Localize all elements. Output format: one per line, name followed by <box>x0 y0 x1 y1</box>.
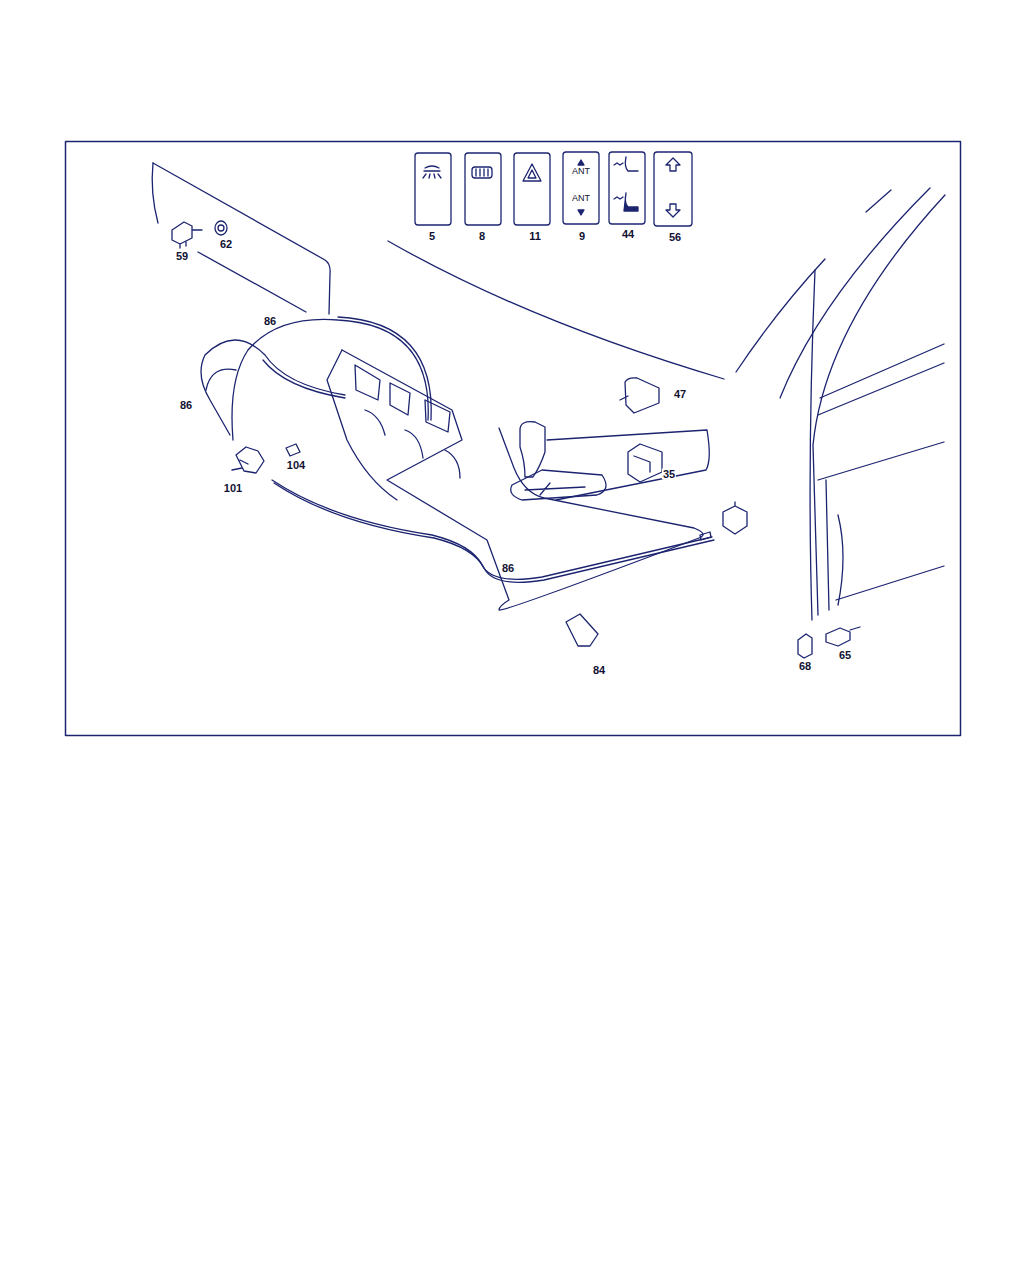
callout-number: 44 <box>621 229 635 240</box>
callout-number: 86 <box>501 563 515 574</box>
console-panel <box>327 350 709 610</box>
callout-number: 86 <box>263 316 277 327</box>
callout-number: 86 <box>179 400 193 411</box>
callout-number: 8 <box>478 231 486 242</box>
callout-number: 47 <box>673 389 687 400</box>
callout-number: 59 <box>175 251 189 262</box>
dashboard-outline <box>152 163 945 620</box>
switch-icons <box>415 152 692 226</box>
switch-text: ANT <box>563 194 599 203</box>
callout-number: 65 <box>838 650 852 661</box>
callout-number: 56 <box>668 232 682 243</box>
callout-number: 84 <box>592 665 606 676</box>
switch-button: ANT ANT <box>563 152 599 224</box>
cables <box>201 317 714 582</box>
callout-number: 5 <box>428 231 436 242</box>
switch-text: ANT <box>563 167 599 176</box>
callout-number: 62 <box>219 239 233 250</box>
callout-number: 35 <box>662 469 676 480</box>
frame <box>66 142 961 736</box>
callout-number: 104 <box>286 460 306 471</box>
callout-number: 101 <box>223 483 243 494</box>
callout-number: 11 <box>528 231 542 242</box>
callout-number: 9 <box>578 231 586 242</box>
callout-number: 68 <box>798 661 812 672</box>
small-parts <box>172 221 860 658</box>
